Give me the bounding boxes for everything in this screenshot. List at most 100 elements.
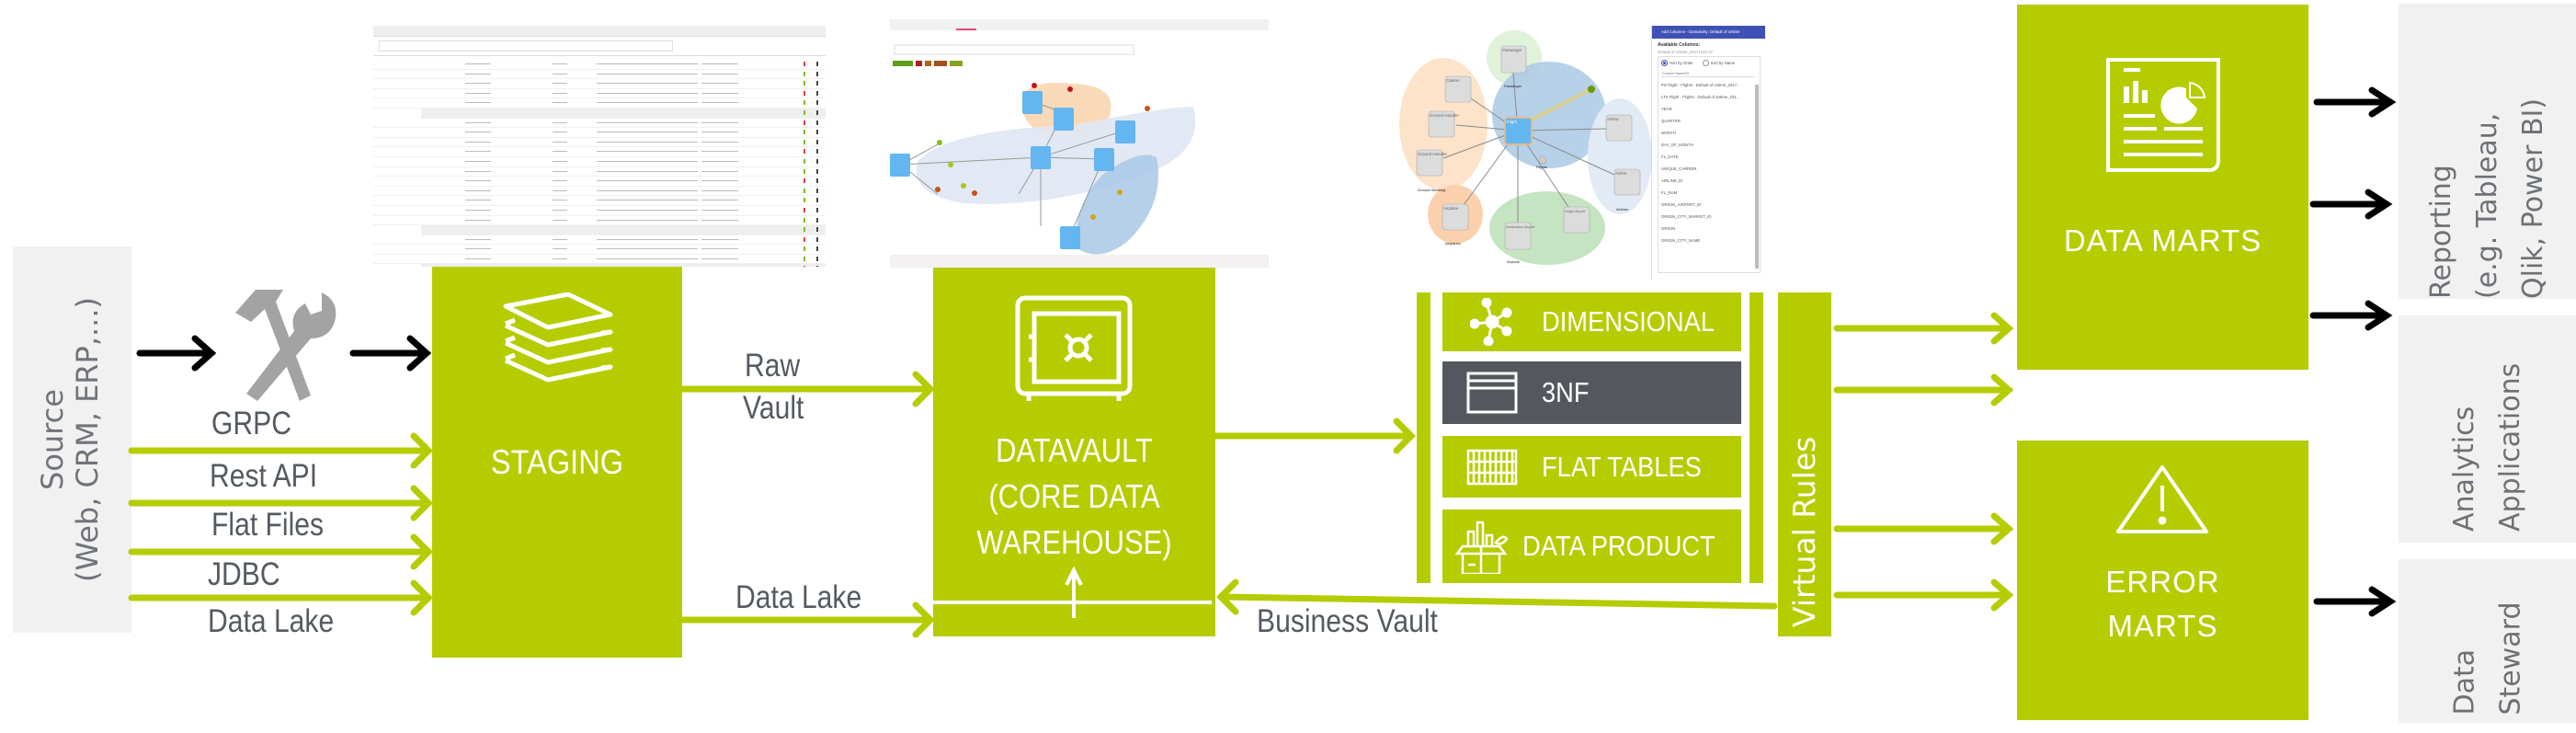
- model-node-flight: Flight: [1507, 120, 1518, 124]
- screenshot-row: [373, 177, 826, 187]
- screenshot-row: [373, 128, 826, 138]
- column-list-item[interactable]: ORIGIN_AIRPORT_ID: [1661, 202, 1702, 207]
- datavault-box: DATAVAULT (CORE DATA WAREHOUSE): [933, 268, 1215, 636]
- layer-label: DIMENSIONAL: [1542, 305, 1715, 338]
- source-systems: (Web, CRM, ERP,...): [70, 296, 105, 583]
- model-node-airline: Airline: [1607, 117, 1619, 121]
- screenshot-row: [373, 89, 826, 99]
- model-node-passenger: Passenger: [1502, 48, 1522, 52]
- layer-data-product[interactable]: DATA PRODUCT: [1442, 510, 1741, 583]
- screenshot-model: Passenger Caterer Ground Handler Ground …: [1379, 14, 1765, 281]
- screenshot-table-list: [373, 26, 826, 267]
- screenshot-row: [373, 147, 826, 157]
- screenshot-row: [373, 196, 826, 206]
- column-list-item[interactable]: QUARTER: [1661, 119, 1681, 123]
- column-list-item[interactable]: PS Flight - Flights - Default of ontime_…: [1661, 83, 1740, 87]
- tools-icon: [219, 285, 348, 405]
- column-list-item[interactable]: YEAR: [1661, 107, 1672, 111]
- screenshot-row: [421, 108, 826, 119]
- virtual-rules-label: Virtual Rules: [1786, 436, 1822, 627]
- input-label-rest-api: Rest API: [210, 458, 318, 494]
- column-list-item[interactable]: FL_DATE: [1661, 155, 1679, 159]
- input-label-grpc: GRPC: [211, 406, 291, 441]
- input-label-flat-files: Flat Files: [211, 507, 325, 543]
- data-lake-flow-label: Data Lake: [735, 579, 862, 615]
- warning-icon: [2114, 464, 2210, 542]
- business-vault-label: Business Vault: [1257, 603, 1438, 639]
- column-panel-header: Add Columns - Granularity: Default of on…: [1652, 26, 1765, 39]
- consumer-reporting: Reporting (e.g. Tableau, Qlik, Power BI): [2399, 4, 2576, 299]
- column-list-item[interactable]: AIRLINE_ID: [1661, 178, 1683, 183]
- data-marts-title: DATA MARTS: [2063, 223, 2263, 258]
- column-search-input[interactable]: [1661, 71, 1755, 77]
- model-node-airline: Airline: [1615, 171, 1627, 176]
- window-icon: [1455, 372, 1529, 414]
- grid-table-icon: [1455, 449, 1529, 486]
- arrow-raw-vault: [678, 371, 935, 407]
- analytics-line2: Applications: [2493, 362, 2526, 532]
- virtual-rules-bar: Virtual Rules: [1778, 292, 1831, 636]
- model-group-label: Ground Handling: [1418, 188, 1445, 192]
- source-label: Source (Web, CRM, ERP,...): [35, 246, 108, 633]
- screenshot-rows: [373, 55, 826, 267]
- datavault-title-line3: WAREHOUSE): [976, 523, 1172, 561]
- arrow-datavault-to-layers: [1212, 418, 1416, 454]
- column-list-scrollbar[interactable]: [1755, 85, 1759, 269]
- screenshot-graph-canvas: [890, 19, 1269, 268]
- arrow-to-analytics: [2309, 300, 2393, 331]
- screenshot-row: [373, 167, 826, 178]
- arrow-to-reporting-2: [2309, 189, 2393, 220]
- column-list-item[interactable]: FL_NUM: [1661, 190, 1678, 195]
- raw-vault-label-line2: Vault: [743, 390, 804, 426]
- sort-order-label: Sort by Order: [1670, 61, 1693, 65]
- arrow-tools-to-staging: [349, 335, 432, 372]
- screenshot-row: [373, 79, 826, 89]
- screenshot-row: [373, 98, 826, 109]
- column-list-item[interactable]: ORIGIN: [1661, 226, 1676, 231]
- source-panel: Source (Web, CRM, ERP,...): [13, 246, 131, 633]
- layer-flat-tables[interactable]: FLAT TABLES: [1442, 436, 1741, 498]
- sort-by-name-radio[interactable]: Sort by Name: [1702, 60, 1736, 66]
- staging-title: STAGING: [490, 443, 624, 481]
- screenshot-row: [373, 245, 826, 255]
- model-node-ground-handler: Ground Handler: [1418, 152, 1448, 156]
- layer-dimensional[interactable]: DIMENSIONAL: [1442, 292, 1741, 351]
- column-list: PS Flight - Flights - Default of ontime_…: [1658, 79, 1760, 246]
- input-label-jdbc: JDBC: [208, 556, 280, 592]
- layer-3nf[interactable]: 3NF: [1442, 361, 1741, 424]
- error-marts-title-line1: ERROR: [2105, 565, 2220, 599]
- layers-left-bar: [1417, 292, 1430, 583]
- arrow-source-to-tools: [136, 335, 217, 372]
- arrow-to-reporting-1: [2313, 86, 2397, 118]
- model-group-label: Flights: [1536, 165, 1547, 169]
- screenshot-row: [373, 187, 826, 197]
- source-title: Source: [35, 389, 70, 490]
- model-group-label: Airplanes: [1445, 241, 1461, 246]
- layer-label: 3NF: [1542, 376, 1590, 408]
- consumer-data-steward: Data Steward: [2399, 559, 2576, 723]
- sort-name-label: Sort by Name: [1710, 61, 1736, 65]
- staging-box: STAGING: [432, 267, 682, 658]
- column-list-item[interactable]: ORIGIN_CITY_MARKET_ID: [1661, 214, 1712, 219]
- screenshot-row: [373, 138, 826, 148]
- column-list-item[interactable]: DAY_OF_MONTH: [1661, 143, 1694, 147]
- layers-icon: [502, 292, 614, 389]
- consumer-analytics-applications: Analytics Applications: [2399, 315, 2576, 543]
- screenshot-row: [373, 235, 826, 246]
- layers-right-bar: [1750, 292, 1763, 583]
- network-icon: [1455, 298, 1529, 346]
- data-product-icon: [1455, 519, 1510, 574]
- sort-by-order-radio[interactable]: Sort by Order: [1661, 60, 1693, 66]
- column-list-item[interactable]: MONTH: [1661, 131, 1676, 135]
- column-list-item[interactable]: UNIQUE_CARRIER: [1661, 166, 1697, 171]
- column-list-item[interactable]: ORIGIN_CITY_NAME: [1661, 238, 1701, 243]
- data-marts-box: DATA MARTS: [2017, 5, 2308, 370]
- reporting-line3: Qlik, Power BI): [2516, 97, 2549, 299]
- column-list-item[interactable]: LTS Flight - Flights - Default of ontime…: [1661, 95, 1740, 99]
- screenshot-row: [373, 119, 826, 129]
- reporting-line1: Reporting: [2424, 165, 2457, 299]
- screenshot-row: [373, 60, 826, 70]
- screenshot-search: [379, 40, 673, 52]
- data-steward-line1: Data: [2448, 648, 2480, 716]
- screenshot-toolbar: [373, 26, 826, 37]
